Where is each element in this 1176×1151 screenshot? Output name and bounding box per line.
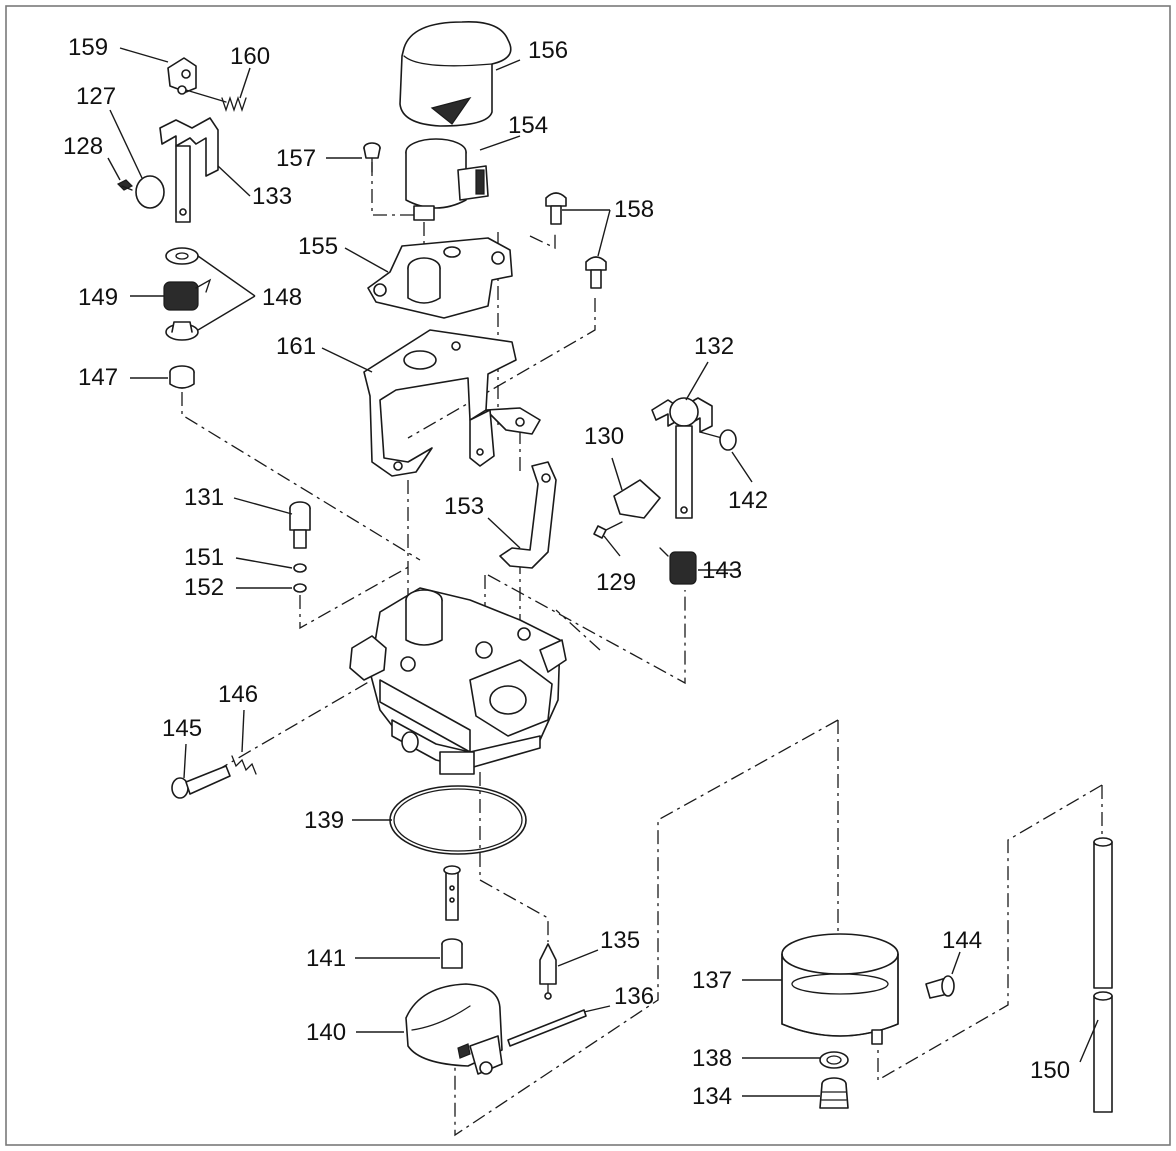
callout-145: 145 — [162, 715, 202, 742]
callout-143: 143 — [702, 557, 742, 584]
callout-135: 135 — [600, 927, 640, 954]
callout-151: 151 — [184, 544, 224, 571]
callout-129: 129 — [596, 569, 636, 596]
part-132-throttle-shaft — [651, 397, 713, 519]
callout-147: 147 — [78, 364, 118, 391]
callout-130: 130 — [584, 423, 624, 450]
callout-138: 138 — [692, 1045, 732, 1072]
diagram-border — [5, 5, 1171, 1146]
callout-157: 157 — [276, 145, 316, 172]
part-160-spring — [221, 95, 247, 113]
part-140-float — [405, 983, 503, 1075]
part-155-mount — [367, 237, 513, 319]
callout-137: 137 — [692, 967, 732, 994]
part-152-oring — [293, 583, 307, 593]
callout-159: 159 — [68, 34, 108, 61]
callout-132: 132 — [694, 333, 734, 360]
part-159-lever — [167, 57, 227, 103]
part-127-plate — [135, 175, 165, 209]
callout-139: 139 — [304, 807, 344, 834]
part-151-oring — [293, 563, 307, 573]
callout-161: 161 — [276, 333, 316, 360]
callout-152: 152 — [184, 574, 224, 601]
part-142-screw — [699, 429, 737, 451]
callout-153: 153 — [444, 493, 484, 520]
part-135-needle — [539, 943, 557, 1000]
leader-lines — [107, 47, 1099, 1097]
part-154-solenoid — [405, 138, 489, 221]
part-130-throttle-plate — [613, 479, 661, 519]
carburetor-body — [349, 587, 567, 775]
callout-134: 134 — [692, 1083, 732, 1110]
callout-154: 154 — [508, 112, 548, 139]
callout-142: 142 — [728, 487, 768, 514]
callout-149: 149 — [78, 284, 118, 311]
callout-155: 155 — [298, 233, 338, 260]
callout-127: 127 — [76, 83, 116, 110]
part-137-bowl — [781, 933, 899, 1045]
callout-148: 148 — [262, 284, 302, 311]
part-161-bracket — [363, 329, 541, 477]
part-141-fitting — [441, 938, 463, 969]
callout-136: 136 — [614, 983, 654, 1010]
callout-133: 133 — [252, 183, 292, 210]
part-128-screw — [116, 179, 134, 191]
callout-144: 144 — [942, 927, 982, 954]
part-138-washer — [819, 1051, 849, 1069]
part-144-screw — [925, 975, 955, 999]
callout-140: 140 — [306, 1019, 346, 1046]
part-146-spring — [231, 755, 257, 775]
part-156-cover — [399, 21, 512, 127]
part-153-link — [499, 461, 557, 569]
part-157-screw — [363, 142, 381, 173]
part-136-pin — [507, 1009, 587, 1047]
part-158-screws — [545, 192, 607, 289]
part-150-tube — [1093, 837, 1113, 1113]
callout-146: 146 — [218, 681, 258, 708]
callout-158: 158 — [614, 196, 654, 223]
callout-131: 131 — [184, 484, 224, 511]
part-131-jet — [289, 501, 311, 549]
part-134-plug — [819, 1077, 849, 1109]
callout-150: 150 — [1030, 1057, 1070, 1084]
callout-128: 128 — [63, 133, 103, 160]
part-145-screw — [171, 765, 231, 799]
callout-141: 141 — [306, 945, 346, 972]
part-147-bushing — [169, 365, 195, 389]
part-129-screw — [593, 521, 623, 539]
callout-labels: 156 159 160 127 154 157 128 133 158 155 … — [63, 34, 1070, 1110]
part-133-choke-shaft — [159, 117, 219, 223]
callout-156: 156 — [528, 37, 568, 64]
part-143-spring — [659, 547, 697, 585]
part-148-washer-bottom — [165, 321, 199, 341]
part-needle-seat — [443, 865, 461, 921]
part-148-washer-top — [165, 247, 199, 265]
callout-160: 160 — [230, 43, 270, 70]
